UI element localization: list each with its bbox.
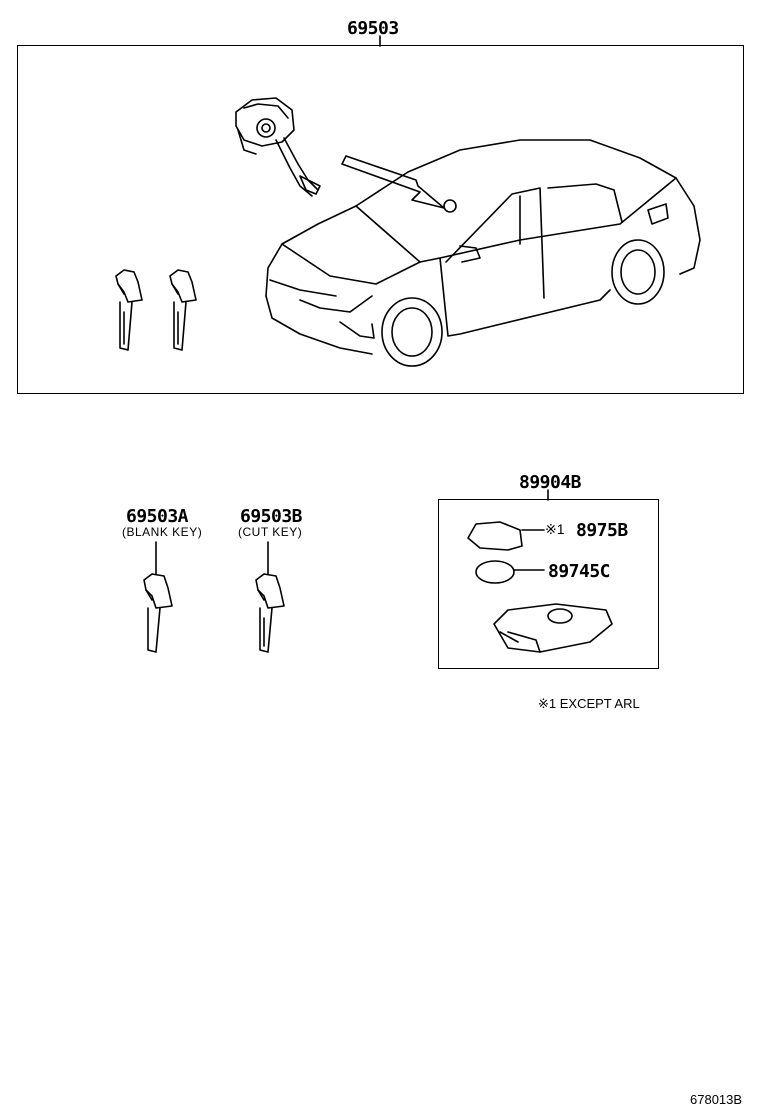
remote-case-drawing	[467, 521, 545, 551]
callout-69503a-sub: (BLANK KEY)	[122, 525, 203, 539]
smart-key-fob-drawing	[493, 603, 613, 653]
remote-case-mark: ※1	[545, 521, 565, 537]
callout-69503a: 69503A	[126, 506, 189, 527]
callout-69503: 69503	[347, 18, 399, 39]
callout-69503b-sub: (CUT KEY)	[238, 525, 303, 539]
car-drawing	[265, 139, 701, 367]
diagram-id: 678013B	[690, 1092, 743, 1107]
cut-key-drawing	[255, 541, 285, 653]
location-arrow	[341, 155, 445, 209]
ignition-cylinder-drawing	[235, 97, 321, 197]
battery-drawing	[475, 560, 545, 584]
assembly-key-1	[115, 269, 143, 351]
assembly-key-2	[169, 269, 197, 351]
callout-69503b: 69503B	[240, 506, 303, 527]
callout-89904b: 89904B	[519, 472, 582, 493]
callout-8975b: 8975B	[576, 520, 628, 541]
blank-key-drawing	[143, 541, 173, 653]
callout-89745c: 89745C	[548, 561, 611, 582]
footnote: ※1 EXCEPT ARL	[538, 696, 640, 711]
